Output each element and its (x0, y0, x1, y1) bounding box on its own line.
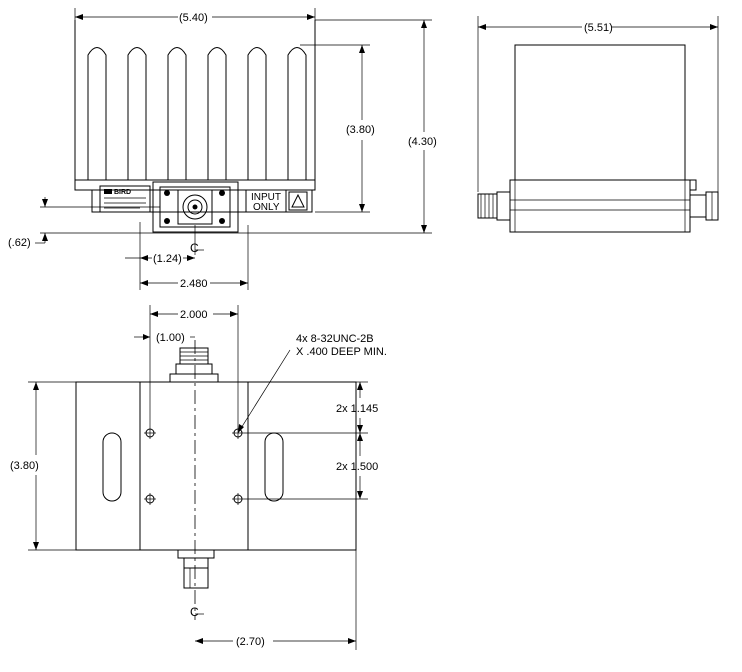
top-n-connector (169, 347, 219, 383)
hole-offset-label: (1.00) (156, 332, 185, 344)
front-offset-label: (.62) (8, 237, 31, 249)
front-view: BIRD INPUT ONLY (8, 8, 437, 290)
bottom-dim-label: (2.70) (236, 636, 265, 648)
nameplate: BIRD (99, 185, 151, 213)
warning-icon (288, 191, 308, 211)
top-centerline-symbol: C (190, 605, 199, 619)
mounting-slot-right (264, 432, 284, 502)
top-height-label: (3.80) (10, 460, 39, 472)
hole-spacing-label: 2.000 (180, 309, 208, 321)
note-leader (237, 349, 291, 434)
front-base-label: 2.480 (180, 278, 208, 290)
front-width-label: (5.40) (179, 12, 208, 24)
centerline-label: (1.24) (153, 253, 182, 265)
input-label-line2: ONLY (253, 202, 280, 213)
centerline-symbol: C (190, 241, 199, 255)
input-only-label: INPUT ONLY (245, 189, 287, 213)
side-width-label: (5.51) (584, 22, 613, 34)
thread-note-line2: X .400 DEEP MIN. (296, 346, 387, 358)
nameplate-brand: BIRD (114, 189, 131, 196)
top-body (75, 381, 357, 551)
side-bnc-connector (689, 179, 719, 221)
top-bnc-connector (177, 549, 215, 589)
mounting-slot-left (102, 432, 122, 502)
mounting-holes (144, 427, 244, 505)
heatsink-outline (74, 20, 316, 181)
front-height-label: (3.80) (346, 124, 375, 136)
side-body (509, 179, 691, 233)
heatsink-fins (87, 47, 307, 180)
thread-note-line1: 4x 8-32UNC-2B (296, 333, 374, 345)
input-label-line1: INPUT (251, 192, 281, 203)
side-view: (5.51) (477, 16, 719, 233)
side-n-connector (477, 191, 511, 221)
spacing2-label: 2x 1.500 (336, 461, 378, 473)
top-view: C 2.000 (1.00) 4x 8-32UNC-2B X .400 DEEP… (10, 305, 387, 650)
spacing1-label: 2x 1.145 (336, 403, 378, 415)
side-heatsink (514, 44, 686, 181)
front-overall-height-label: (4.30) (408, 136, 437, 148)
